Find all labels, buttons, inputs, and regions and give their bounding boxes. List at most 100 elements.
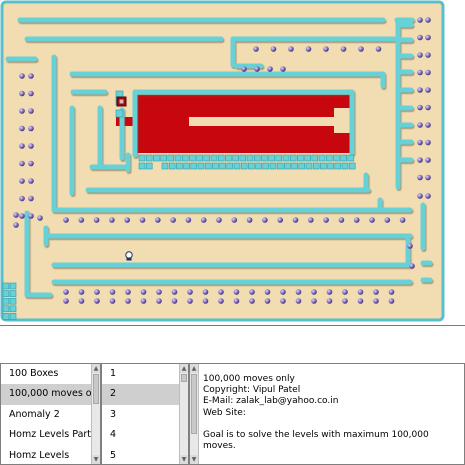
goal-dot-icon bbox=[233, 298, 240, 304]
list-item[interactable]: Anomaly 2 bbox=[9, 408, 60, 420]
wall-tile bbox=[160, 154, 167, 162]
wall-tile bbox=[9, 313, 17, 320]
game-board[interactable] bbox=[0, 0, 465, 326]
wall-tile bbox=[2, 305, 10, 313]
scroll-down-arrow-icon[interactable]: ▼ bbox=[180, 455, 188, 464]
wall-tile bbox=[284, 162, 291, 170]
goal-dot-icon bbox=[231, 217, 238, 223]
level-set-scrollbar[interactable]: ▲ ▼ bbox=[91, 364, 100, 464]
goal-dot-icon bbox=[425, 52, 431, 58]
scrollbar-thumb[interactable] bbox=[181, 374, 187, 382]
wall-tile bbox=[145, 154, 153, 162]
target-zone-notch bbox=[334, 108, 352, 133]
scrollbar-thumb[interactable] bbox=[93, 374, 99, 404]
goal-dot-icon bbox=[19, 90, 25, 97]
list-item-selected[interactable]: 2 bbox=[102, 384, 179, 405]
goal-dot-icon bbox=[63, 298, 69, 304]
wall-tile bbox=[248, 162, 255, 170]
scroll-down-arrow-icon[interactable]: ▼ bbox=[190, 455, 198, 464]
goal-dot-icon bbox=[311, 289, 317, 295]
goal-dot-icon bbox=[425, 17, 431, 23]
wall-tile bbox=[9, 290, 17, 297]
goal-dot-icon bbox=[264, 289, 271, 295]
goal-dot-icon bbox=[170, 217, 176, 223]
wall-tile bbox=[268, 154, 275, 162]
goal-dot-icon bbox=[417, 157, 423, 163]
goal-dot-icon bbox=[399, 217, 406, 223]
list-item[interactable]: 1 bbox=[110, 368, 117, 379]
wall-tile bbox=[347, 154, 355, 162]
goal-dot-icon bbox=[358, 46, 364, 52]
box-icon bbox=[119, 99, 124, 104]
goal-dot-icon bbox=[357, 289, 364, 295]
wall-tile bbox=[219, 162, 226, 170]
goal-dot-icon bbox=[417, 139, 423, 146]
wall-tile bbox=[240, 162, 248, 170]
goal-dot-icon bbox=[28, 195, 34, 202]
list-item[interactable]: 5 bbox=[110, 449, 117, 461]
goal-dot-icon bbox=[202, 298, 209, 304]
goal-dot-icon bbox=[342, 298, 348, 304]
wall-tile bbox=[190, 162, 198, 170]
list-item[interactable]: 100 Boxes bbox=[9, 368, 59, 379]
goal-dot-icon bbox=[78, 298, 85, 304]
wall-tile bbox=[181, 154, 189, 162]
wall-tile bbox=[168, 162, 176, 170]
level-number-scrollbar[interactable]: ▲ ▼ bbox=[179, 364, 188, 464]
list-item[interactable]: Homz Levels bbox=[9, 449, 70, 461]
goal-dot-icon bbox=[156, 289, 162, 295]
goal-dot-icon bbox=[124, 217, 130, 223]
wall-tile bbox=[196, 154, 203, 162]
goal-dot-icon bbox=[326, 289, 333, 295]
wall-tile bbox=[210, 154, 218, 162]
list-item[interactable]: Homz Levels Part II bbox=[9, 429, 91, 441]
goal-dot-icon bbox=[311, 298, 317, 304]
goal-dot-icon bbox=[326, 298, 333, 304]
info-title: 100,000 moves only bbox=[203, 374, 295, 384]
goal-dot-icon bbox=[63, 217, 69, 223]
goal-dot-icon bbox=[267, 66, 273, 72]
goal-dot-icon bbox=[78, 289, 85, 295]
info-scrollbar[interactable]: ▲ ▼ bbox=[190, 364, 199, 464]
pusher-body bbox=[126, 257, 132, 261]
list-item[interactable]: 3 bbox=[110, 408, 117, 420]
goal-dot-icon bbox=[19, 73, 25, 79]
goal-dot-icon bbox=[139, 217, 146, 223]
level-number-items[interactable]: 1 2 3 4 5 bbox=[102, 364, 179, 464]
goal-dot-icon bbox=[19, 195, 25, 202]
scroll-up-arrow-icon[interactable]: ▲ bbox=[180, 364, 188, 373]
goal-dot-icon bbox=[28, 108, 34, 114]
goal-dot-icon bbox=[417, 104, 423, 111]
wall-tile bbox=[282, 154, 290, 162]
goal-dot-icon bbox=[13, 212, 19, 218]
scroll-up-arrow-icon[interactable]: ▲ bbox=[92, 364, 100, 373]
level-number-list[interactable]: 1 2 3 4 5 ▲ ▼ bbox=[101, 363, 189, 465]
goal-dot-icon bbox=[19, 125, 25, 132]
wall-tile bbox=[325, 154, 333, 162]
scroll-up-arrow-icon[interactable]: ▲ bbox=[190, 364, 198, 373]
list-item-selected[interactable]: 100,000 moves only bbox=[1, 384, 91, 405]
goal-dot-icon bbox=[202, 289, 209, 295]
goal-dot-icon bbox=[249, 289, 255, 295]
wall-tile bbox=[255, 162, 262, 170]
level-set-list[interactable]: 100 Boxes 100,000 moves only Anomaly 2 H… bbox=[0, 363, 101, 465]
wall-tile bbox=[115, 109, 124, 118]
scrollbar-thumb[interactable] bbox=[191, 374, 197, 434]
goal-dot-icon bbox=[28, 90, 34, 97]
scroll-down-arrow-icon[interactable]: ▼ bbox=[92, 455, 100, 464]
goal-dot-icon bbox=[28, 73, 34, 79]
goal-dot-icon bbox=[417, 69, 423, 76]
goal-dot-icon bbox=[109, 217, 115, 223]
goal-dot-icon bbox=[140, 289, 147, 295]
goal-dot-icon bbox=[109, 298, 116, 304]
level-set-items[interactable]: 100 Boxes 100,000 moves only Anomaly 2 H… bbox=[1, 364, 91, 464]
goal-dot-icon bbox=[388, 298, 395, 304]
goal-dot-icon bbox=[342, 289, 348, 295]
info-goal: Goal is to solve the levels with maximum… bbox=[203, 430, 429, 441]
wall-tile bbox=[138, 162, 146, 170]
wall-tile bbox=[9, 305, 17, 313]
list-item[interactable]: 4 bbox=[110, 429, 117, 441]
goal-dot-icon bbox=[63, 289, 69, 295]
goal-dot-icon bbox=[19, 160, 25, 167]
wall-tile bbox=[318, 154, 326, 162]
